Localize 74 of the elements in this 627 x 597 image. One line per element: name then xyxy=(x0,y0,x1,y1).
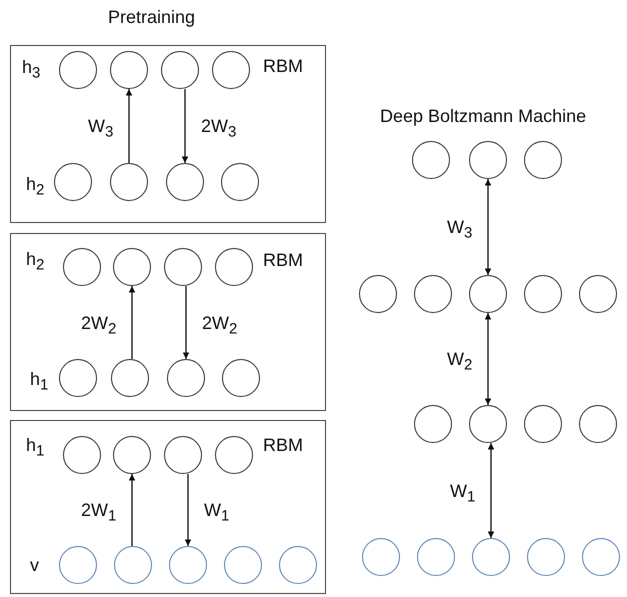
unit-circle xyxy=(212,50,250,88)
arrow xyxy=(128,474,136,546)
unit-circle xyxy=(524,405,562,443)
rbm-panel xyxy=(10,420,326,594)
layer-label: h$_{2}$ xyxy=(26,250,44,273)
panel-label: RBM xyxy=(263,57,303,75)
unit-circle xyxy=(222,358,260,396)
edge-label: 2W$_{2}$ xyxy=(202,314,238,336)
arrow xyxy=(126,89,132,163)
arrow xyxy=(484,179,492,275)
unit-circle xyxy=(166,358,204,396)
unit-circle xyxy=(524,275,562,313)
unit-circle xyxy=(164,248,202,286)
unit-circle xyxy=(54,162,92,200)
unit-circle xyxy=(469,141,507,179)
unit-circle xyxy=(58,358,96,396)
edge-label: 2W$_{1}$ xyxy=(81,501,116,524)
layer-label: h$_{1}$ xyxy=(26,436,44,459)
layer-label: h$_{2}$ xyxy=(26,175,44,198)
unit-circle xyxy=(524,141,562,179)
unit-circle xyxy=(114,546,152,584)
rbm-panel xyxy=(10,233,326,411)
unit-circle xyxy=(472,538,510,576)
edge-label: W$_{2}$ xyxy=(447,350,472,373)
unit-circle xyxy=(164,436,202,474)
unit-circle xyxy=(62,248,100,286)
unit-circle xyxy=(414,275,452,313)
unit-circle xyxy=(579,405,617,443)
edge-label: W$_{1}$ xyxy=(204,501,230,524)
unit-circle xyxy=(412,141,450,179)
edge-label: W$_{3}$ xyxy=(88,117,114,140)
edge-label: 2W$_{3}$ xyxy=(201,117,236,140)
unit-circle xyxy=(110,50,148,88)
heading: Pretraining xyxy=(108,8,196,26)
unit-circle xyxy=(214,248,252,286)
unit-circle xyxy=(527,538,565,576)
arrow xyxy=(182,89,188,163)
unit-circle xyxy=(166,162,204,200)
unit-circle xyxy=(579,275,617,313)
unit-circle xyxy=(414,405,452,443)
arrow xyxy=(182,286,190,359)
unit-circle xyxy=(417,538,455,576)
layer-label: v xyxy=(30,556,39,574)
rbm-panel xyxy=(10,45,326,223)
unit-circle xyxy=(112,436,150,474)
unit-circle xyxy=(214,436,252,474)
unit-circle xyxy=(110,358,148,396)
unit-circle xyxy=(582,538,620,576)
layer-label: h$_{1}$ xyxy=(30,370,48,393)
edge-label: W$_{1}$ xyxy=(450,482,476,504)
unit-circle xyxy=(112,248,150,286)
unit-circle xyxy=(168,546,206,584)
arrow xyxy=(184,474,192,546)
edge-label: 2W$_{2}$ xyxy=(81,314,116,336)
unit-circle xyxy=(469,275,507,313)
layer-label: h$_{3}$ xyxy=(22,58,40,81)
arrow xyxy=(484,313,492,405)
unit-circle xyxy=(58,546,96,584)
unit-circle xyxy=(278,546,316,584)
arrow xyxy=(488,443,494,538)
unit-circle xyxy=(359,275,397,313)
unit-circle xyxy=(62,436,100,474)
unit-circle xyxy=(469,405,507,443)
unit-circle xyxy=(220,162,258,200)
unit-circle xyxy=(160,50,198,88)
arrow xyxy=(128,286,136,359)
unit-circle xyxy=(224,546,262,584)
heading: Deep Boltzmann Machine xyxy=(380,107,586,125)
panel-label: RBM xyxy=(263,436,303,454)
panel-label: RBM xyxy=(263,251,303,269)
unit-circle xyxy=(58,50,96,88)
unit-circle xyxy=(110,162,148,200)
edge-label: W$_{3}$ xyxy=(447,218,472,241)
unit-circle xyxy=(362,538,400,576)
